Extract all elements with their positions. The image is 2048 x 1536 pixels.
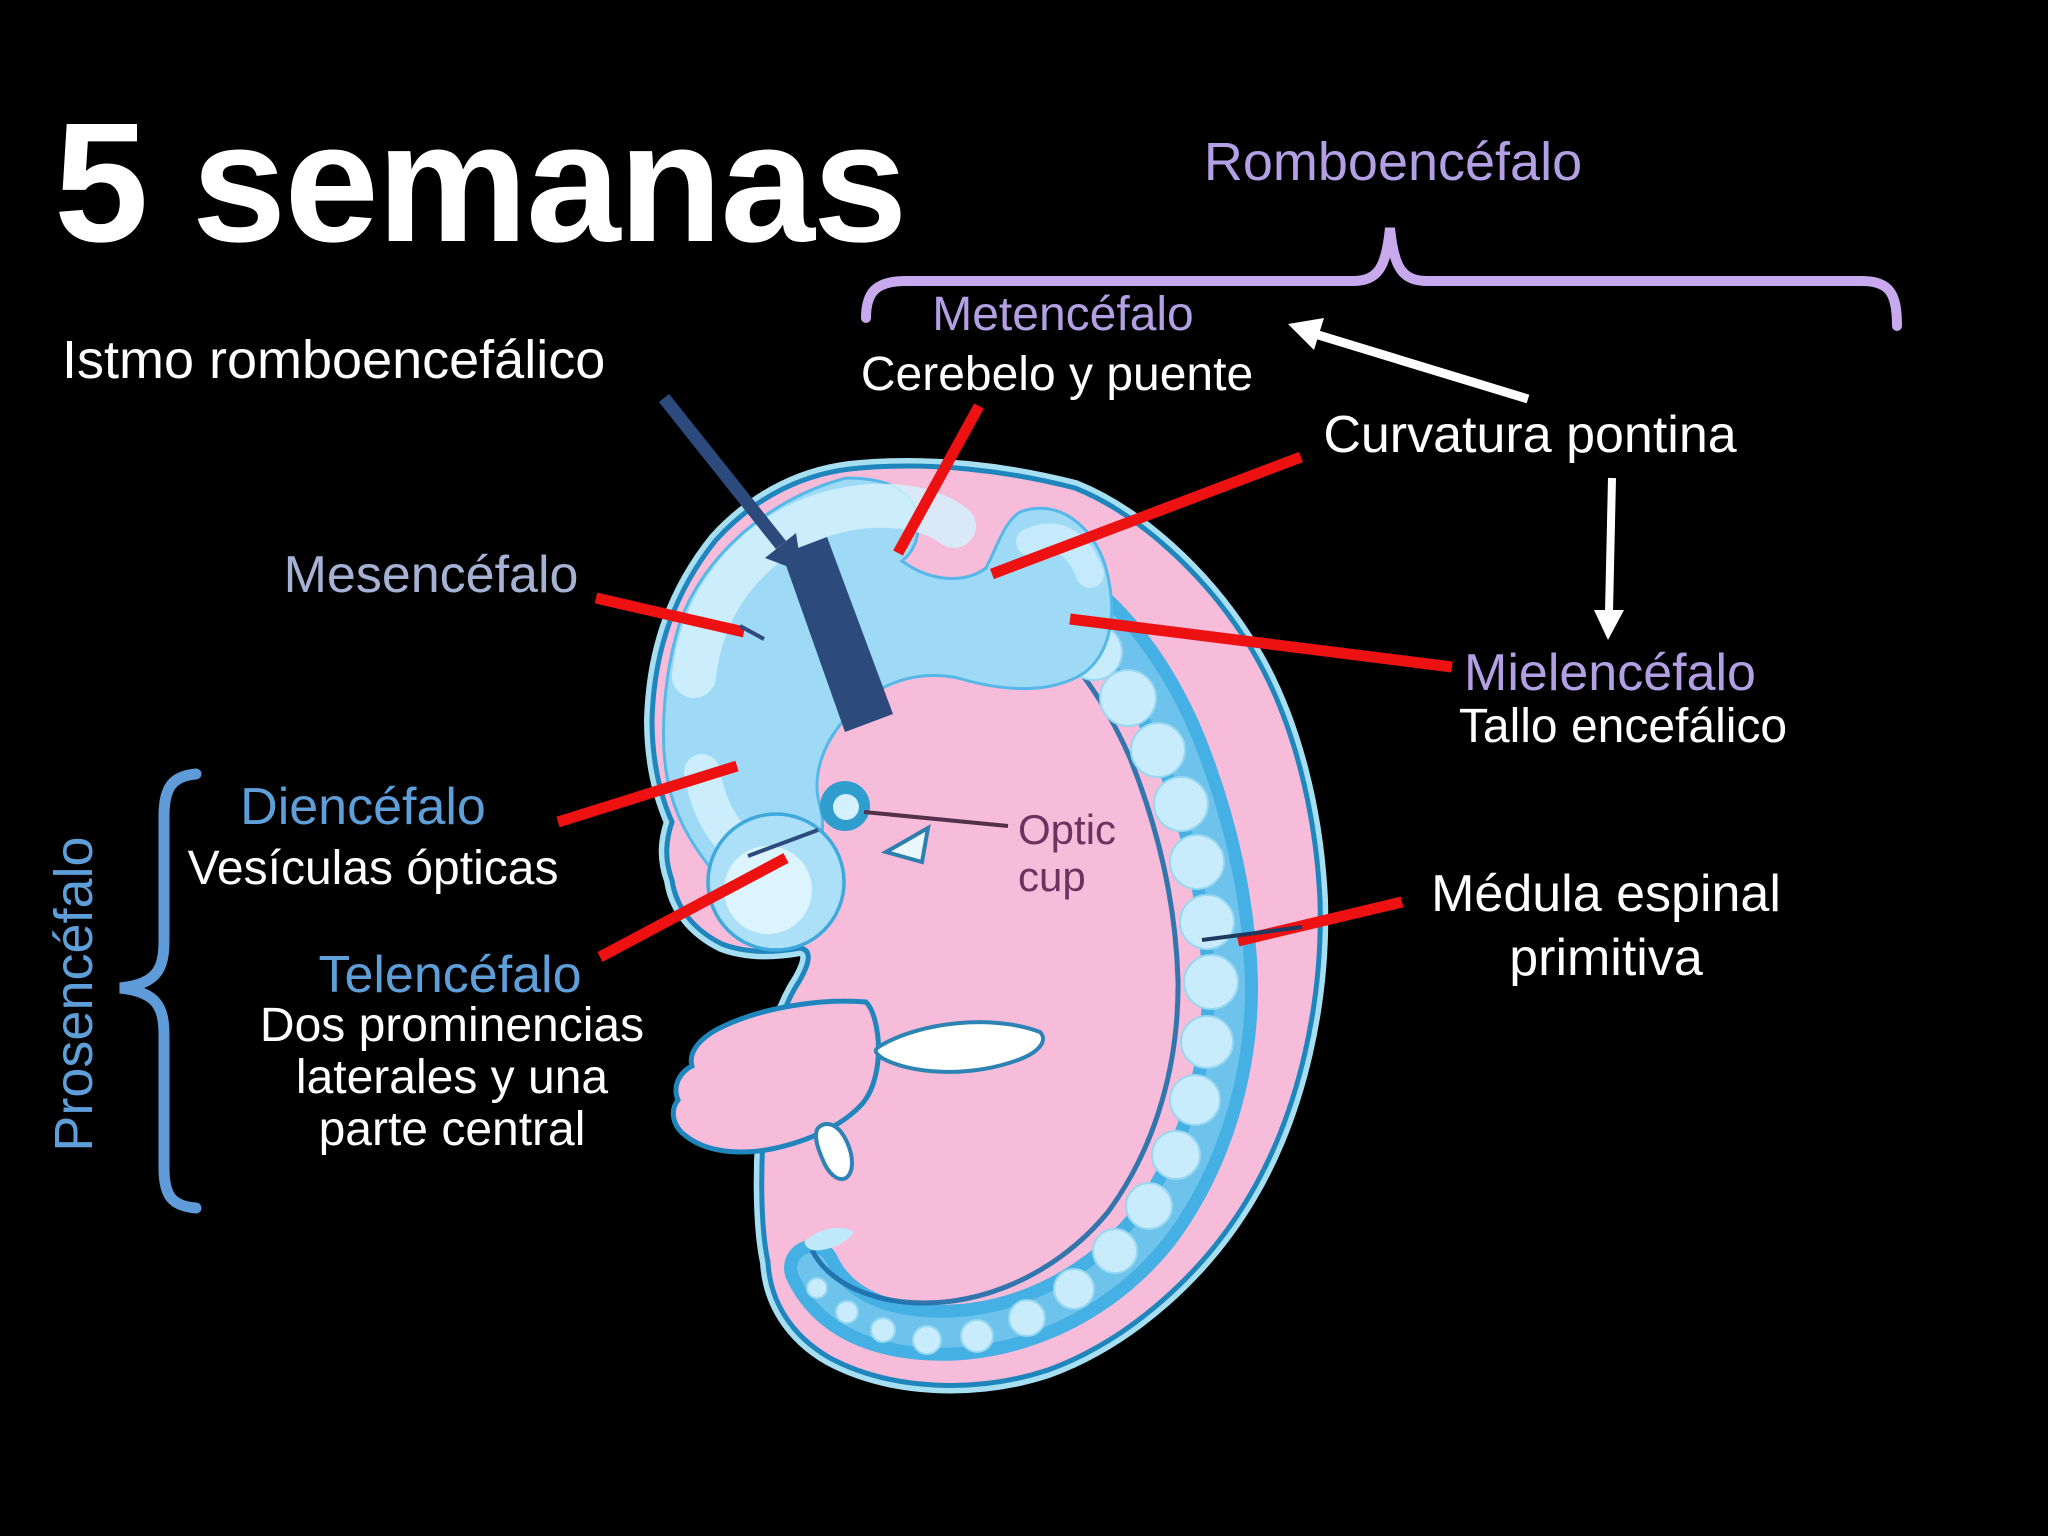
heart-bulge-highlight xyxy=(873,1020,1045,1074)
hindlimb-bud xyxy=(813,1122,854,1181)
label-metencefalo: Metencéfalo xyxy=(932,288,1194,341)
label-tallo-encefalico: Tallo encefálico xyxy=(1458,700,1788,753)
pointer-diencefalo xyxy=(556,760,739,828)
pointer-medula xyxy=(1236,896,1404,947)
label-prosencefalo: Prosencéfalo xyxy=(43,836,104,1152)
somite xyxy=(806,1277,828,1299)
label-curvatura-pontina: Curvatura pontina xyxy=(1323,406,1737,464)
somite xyxy=(1169,1074,1221,1126)
somite xyxy=(1153,776,1209,832)
somite xyxy=(1008,1299,1046,1337)
red-pointers xyxy=(556,403,1453,962)
dark-pointers xyxy=(739,624,1303,942)
pointer-curvatura xyxy=(990,451,1303,580)
neural-tube xyxy=(784,556,1259,1361)
arm-paddle xyxy=(670,998,881,1155)
otic-pit xyxy=(880,824,931,865)
label-istmo-romboencefalico: Istmo romboencefálico xyxy=(62,330,606,390)
label-diencefalo: Diencéfalo xyxy=(240,778,486,836)
pointer-telencefalo xyxy=(597,853,789,962)
metencephalon-arrow-head xyxy=(1288,318,1324,350)
label-medula-espinal: Médula espinal primitiva xyxy=(1431,862,1781,990)
somite xyxy=(1179,894,1235,950)
label-mielencefalo: Mielencéfalo xyxy=(1464,644,1756,702)
somite xyxy=(1125,1182,1173,1230)
page-title: 5 semanas xyxy=(54,88,908,278)
pointer-optic-cup xyxy=(863,810,1009,828)
pointer-mielencefalo xyxy=(1069,613,1453,673)
isthmus-annotation xyxy=(658,393,893,732)
optic-cup-inner xyxy=(833,794,859,820)
label-telencefalo-description-line1: Dos prominencias xyxy=(259,999,645,1052)
somite xyxy=(1183,954,1239,1010)
limb-buds xyxy=(670,998,1045,1181)
somite xyxy=(1130,722,1186,778)
somite xyxy=(1092,1228,1138,1274)
label-vesiculas-opticas: Vesículas ópticas xyxy=(187,842,559,895)
label-telencefalo-description-line3: parte central xyxy=(318,1103,586,1156)
label-mesencefalo: Mesencéfalo xyxy=(283,546,579,604)
somite xyxy=(912,1325,942,1355)
somite xyxy=(1180,1015,1234,1069)
pointer-metencefalo xyxy=(893,403,984,556)
tick-telencefalo xyxy=(747,828,819,858)
white-arrows xyxy=(1288,318,1624,640)
somite xyxy=(1053,1268,1095,1310)
label-telencefalo-description-line2: laterales y una xyxy=(295,1051,609,1104)
myelencephalon-arrow-shaft xyxy=(1605,477,1616,613)
isthmus-arrow-shaft xyxy=(658,393,787,550)
somite xyxy=(1099,669,1157,727)
central-canal-line xyxy=(809,611,1181,1306)
label-telencefalo: Telencéfalo xyxy=(318,946,582,1004)
myelencephalon-arrow-head xyxy=(1594,610,1624,640)
isthmus-marker xyxy=(782,537,893,732)
rhombencephalon-brace xyxy=(861,227,1902,331)
tail-tip-highlight xyxy=(804,1227,854,1251)
label-optic-line2: cup xyxy=(1018,853,1086,900)
label-medula-line2: primitiva xyxy=(1509,929,1703,987)
label-romboencefalo: Romboencéfalo xyxy=(1203,132,1583,192)
somite xyxy=(835,1300,859,1324)
somite xyxy=(960,1319,994,1353)
somite xyxy=(870,1317,896,1343)
label-optic-line1: Optic xyxy=(1018,806,1117,853)
label-medula-line1: Médula espinal xyxy=(1431,865,1781,923)
pointer-mesencefalo xyxy=(594,592,746,638)
isthmus-arrow-head xyxy=(765,533,802,572)
label-telencefalo-description: Dos prominencias laterales y una parte c… xyxy=(260,1000,644,1156)
metencephalon-arrow-shaft xyxy=(1313,329,1530,404)
label-optic-cup: Optic cup xyxy=(1018,806,1116,900)
prosencephalon-brace xyxy=(119,768,202,1214)
somite xyxy=(1169,834,1225,890)
tick-medula xyxy=(1201,925,1303,942)
somite xyxy=(1151,1130,1201,1180)
label-cerebelo-y-puente: Cerebelo y puente xyxy=(860,348,1254,401)
telencephalic-vesicle-core xyxy=(724,846,812,934)
tick-mesencefalo xyxy=(739,624,765,641)
